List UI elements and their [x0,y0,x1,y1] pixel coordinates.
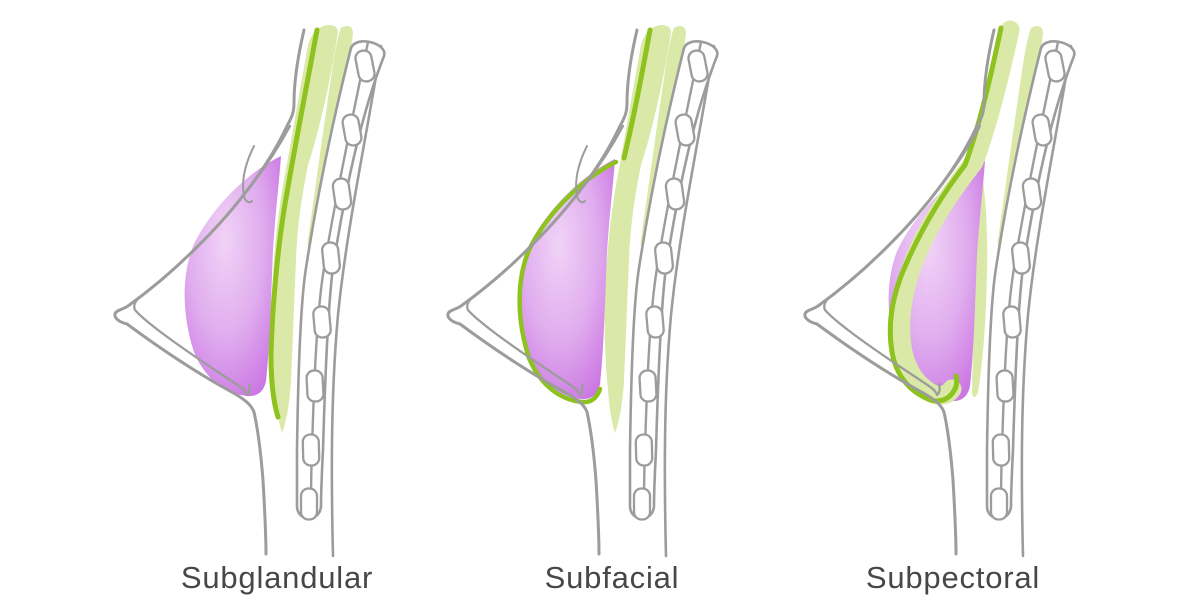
gland-line [575,145,588,204]
rib-segment [645,305,665,339]
rib-segment [312,305,332,339]
pectoral-muscle [271,24,338,433]
rib-segment [1011,241,1031,275]
muscle-front-edge [621,27,653,161]
panel-label-subglandular: Subglandular [180,560,374,595]
rib-segment [341,113,363,147]
rib-segment [305,369,325,403]
breast-implant [888,161,985,402]
rib-segment [1044,49,1066,83]
rib-segment [1031,113,1053,147]
fascia-over-implant [517,159,619,405]
rib-segment [299,487,319,521]
rib-segment [321,241,341,275]
breast-implant-group [517,159,619,405]
rib-segment [991,433,1011,467]
muscle-front-edge [887,25,1004,404]
rib-segment [1002,305,1022,339]
subpectoral-illustration [803,20,1076,558]
rib-segment [632,487,652,521]
back-contour-line [330,44,383,558]
subglandular-illustration [113,24,386,558]
gland-line [242,145,255,204]
breast-implant-group [888,161,985,402]
skin-outline [113,28,306,556]
skin-outline [446,28,639,556]
panel-label-subfacial: Subfacial [544,560,680,595]
skin-inner-line [133,124,292,397]
rib-segment [687,49,709,83]
rib-segment [989,487,1009,521]
rib-segment [674,113,696,147]
muscle-behind-implant [972,168,988,398]
breast-implant [518,159,615,400]
panel-label-subpectoral: Subpectoral [865,560,1041,595]
rib-segment [1021,177,1043,211]
skin-outline [803,28,996,556]
subfacial-illustration [446,24,719,558]
rib-segment [995,369,1015,403]
muscle-front-edge [268,27,320,420]
back-contour-line [1020,44,1073,558]
skin-inner-line [466,124,625,397]
rib-segment [634,433,654,467]
pectoral-muscle [604,24,671,433]
pectoral-muscle-wrap [891,20,1020,405]
rib-segment [638,369,658,403]
back-contour-line [663,44,716,558]
skin-inner-line [823,124,982,397]
breast-implant [184,156,281,397]
rib-segment [354,49,376,83]
rib-segment [654,241,674,275]
rib-segment [331,177,353,211]
rib-segment [301,433,321,467]
rib-segment [664,177,686,211]
